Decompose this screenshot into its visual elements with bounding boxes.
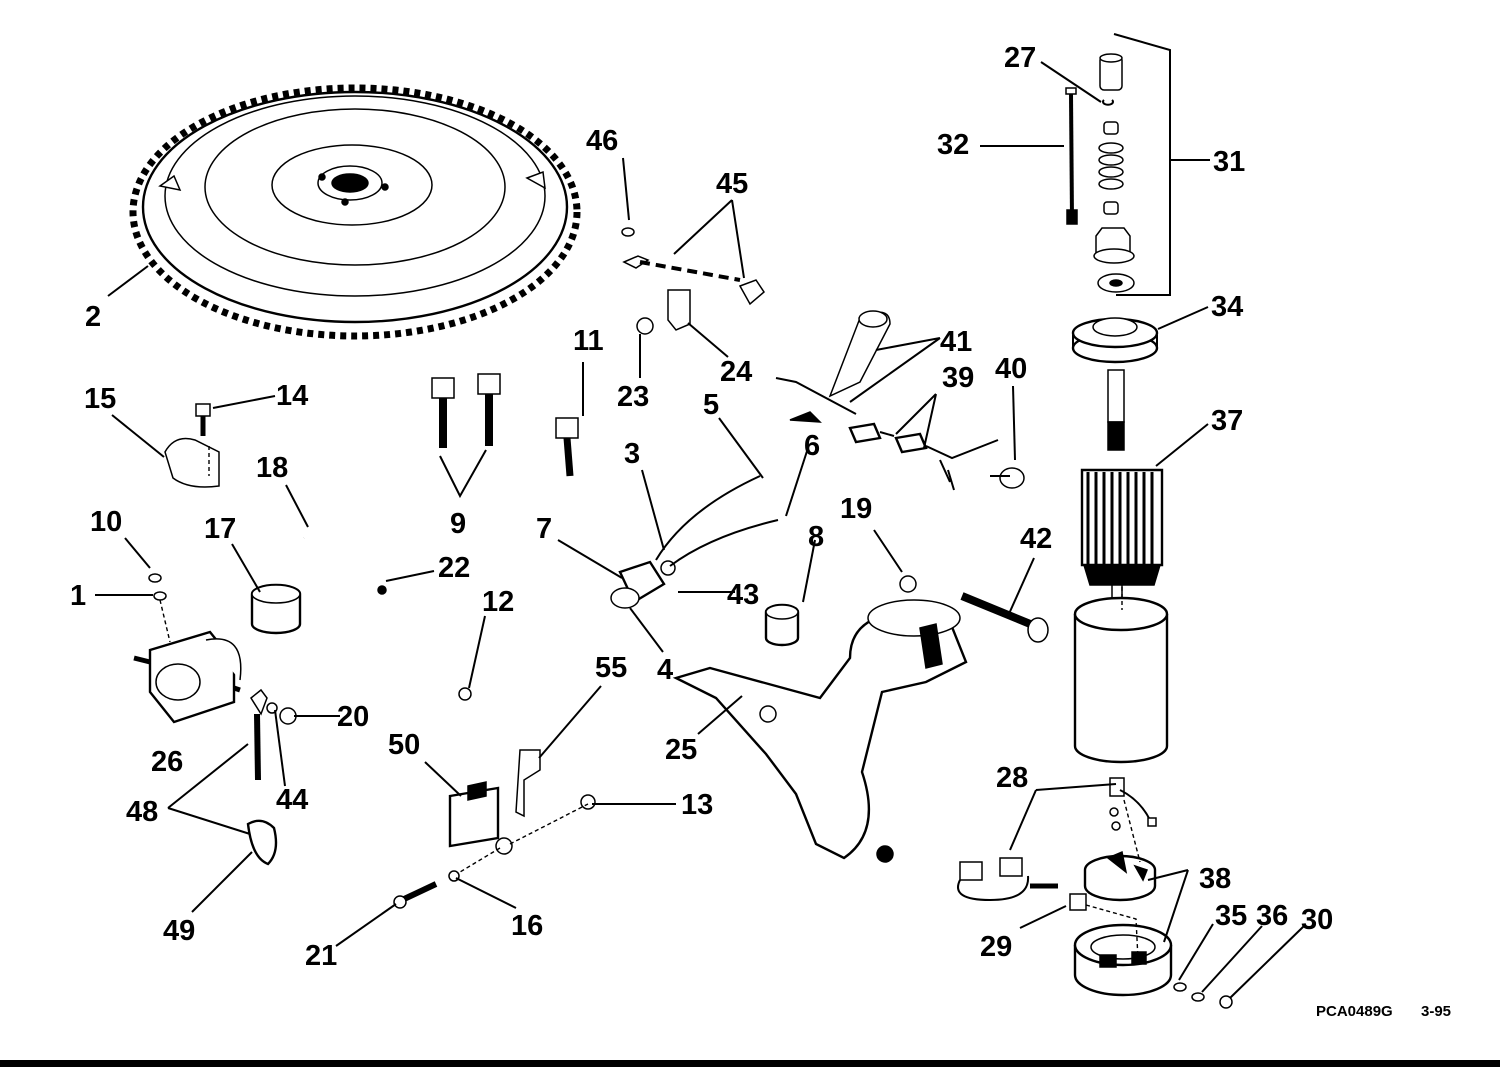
callout-11: 11 [573,325,604,357]
pinion-stack-part [1093,53,1135,293]
callout-44: 44 [276,784,308,816]
callout-25: 25 [665,734,697,766]
callout-40: 40 [995,353,1027,385]
callout-41: 41 [940,326,972,358]
callout-49: 49 [163,915,195,947]
callout-4: 4 [657,654,673,686]
clip-part [636,289,691,335]
wire-harness-part [848,422,1025,491]
callout-13: 13 [681,789,713,821]
callout-22: 22 [438,552,470,584]
long-bolt-part [960,592,1049,643]
callout-2: 2 [85,301,101,333]
callout-45: 45 [716,168,748,200]
callout-43: 43 [727,579,759,611]
callout-1: 1 [70,580,86,612]
callout-23: 23 [617,381,649,413]
callout-34: 34 [1211,291,1243,323]
callout-6: 6 [804,430,820,462]
callout-16: 16 [511,910,543,942]
callout-8: 8 [808,521,824,553]
callout-42: 42 [1020,523,1052,555]
starter-bracket-part [672,599,968,863]
callout-21: 21 [305,940,337,972]
callout-18: 18 [256,452,288,484]
callout-31: 31 [1213,146,1245,178]
callout-50: 50 [388,729,420,761]
flywheel-part [129,84,581,340]
bolts-part [431,373,917,701]
callout-38: 38 [1199,863,1231,895]
frame-housing-part [1073,596,1169,764]
leader-lines [95,33,1305,999]
armature-part [1080,369,1164,600]
callout-29: 29 [980,931,1012,963]
throttle-lever-part [775,310,891,423]
callout-20: 20 [337,701,369,733]
callout-labels: 1 2 3 4 5 6 7 8 9 10 11 12 13 14 15 16 1… [70,42,1333,972]
callout-55: 55 [595,652,627,684]
ground-strap-part [621,227,765,306]
callout-48: 48 [126,796,158,828]
starter-solenoid-part [133,573,242,724]
drive-end-cap-part [1071,317,1159,364]
bottom-rule [0,1060,1500,1067]
commutator-end-cap-part [1073,923,1233,1009]
callout-37: 37 [1211,405,1243,437]
battery-cable-part [246,688,297,866]
callout-10: 10 [90,506,122,538]
callout-32: 32 [937,129,969,161]
through-bolt-part [1065,87,1078,225]
brush-plate-part [957,777,1157,911]
callout-28: 28 [996,762,1028,794]
callout-27: 27 [1004,42,1036,74]
callout-7: 7 [536,513,552,545]
part-code: PCA0489G [1316,1003,1393,1020]
callout-14: 14 [276,380,308,412]
terminal-block-part [393,749,596,909]
callout-39: 39 [942,362,974,394]
solenoid-bracket-part [164,403,220,488]
callout-5: 5 [703,389,719,421]
callout-26: 26 [151,746,183,778]
callout-35: 35 [1215,900,1247,932]
revision-date: 3-95 [1421,1003,1451,1020]
callout-19: 19 [840,493,872,525]
callout-46: 46 [586,125,618,157]
callout-3: 3 [624,438,640,470]
assembly-lines [159,446,1141,960]
callout-17: 17 [204,513,236,545]
callout-24: 24 [720,356,752,388]
callout-30: 30 [1301,904,1333,936]
solenoid-strap-part [302,531,397,595]
callout-12: 12 [482,586,514,618]
grommet-part [250,583,302,635]
callout-15: 15 [84,383,116,415]
callout-9: 9 [450,508,466,540]
callout-36: 36 [1256,900,1288,932]
spacer-part [764,603,800,647]
